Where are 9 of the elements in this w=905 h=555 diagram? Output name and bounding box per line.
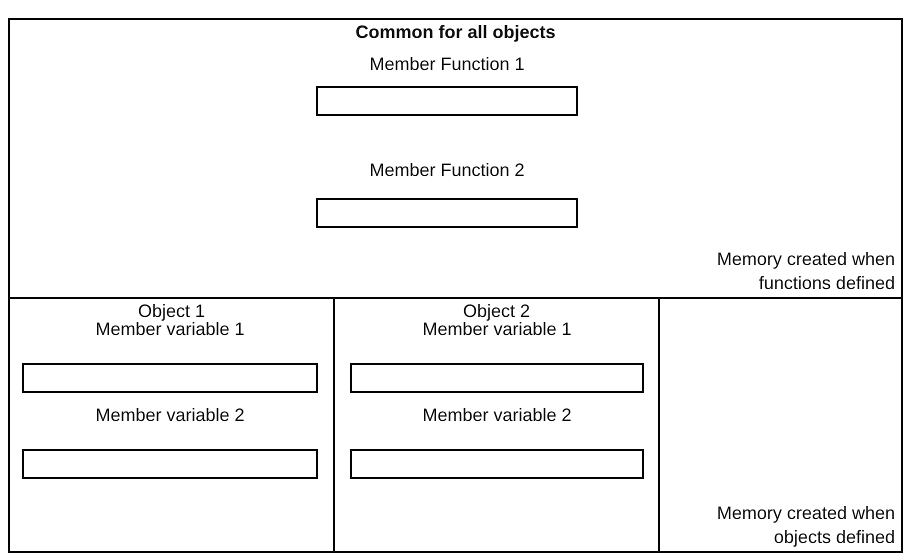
section-heading: Object 2 bbox=[462, 301, 532, 322]
section-heading: Object 1 bbox=[136, 301, 206, 322]
note-text: Memory created when objects defined bbox=[716, 502, 895, 549]
note-text: Memory created when functions defined bbox=[716, 248, 895, 295]
slot-label: Member variable 2 bbox=[421, 405, 573, 426]
slot-label: Member Function 1 bbox=[368, 54, 526, 75]
section-heading: Common for all objects bbox=[354, 22, 557, 43]
slot-label: Member variable 2 bbox=[94, 405, 246, 426]
slot-label: Member Function 2 bbox=[368, 160, 526, 181]
